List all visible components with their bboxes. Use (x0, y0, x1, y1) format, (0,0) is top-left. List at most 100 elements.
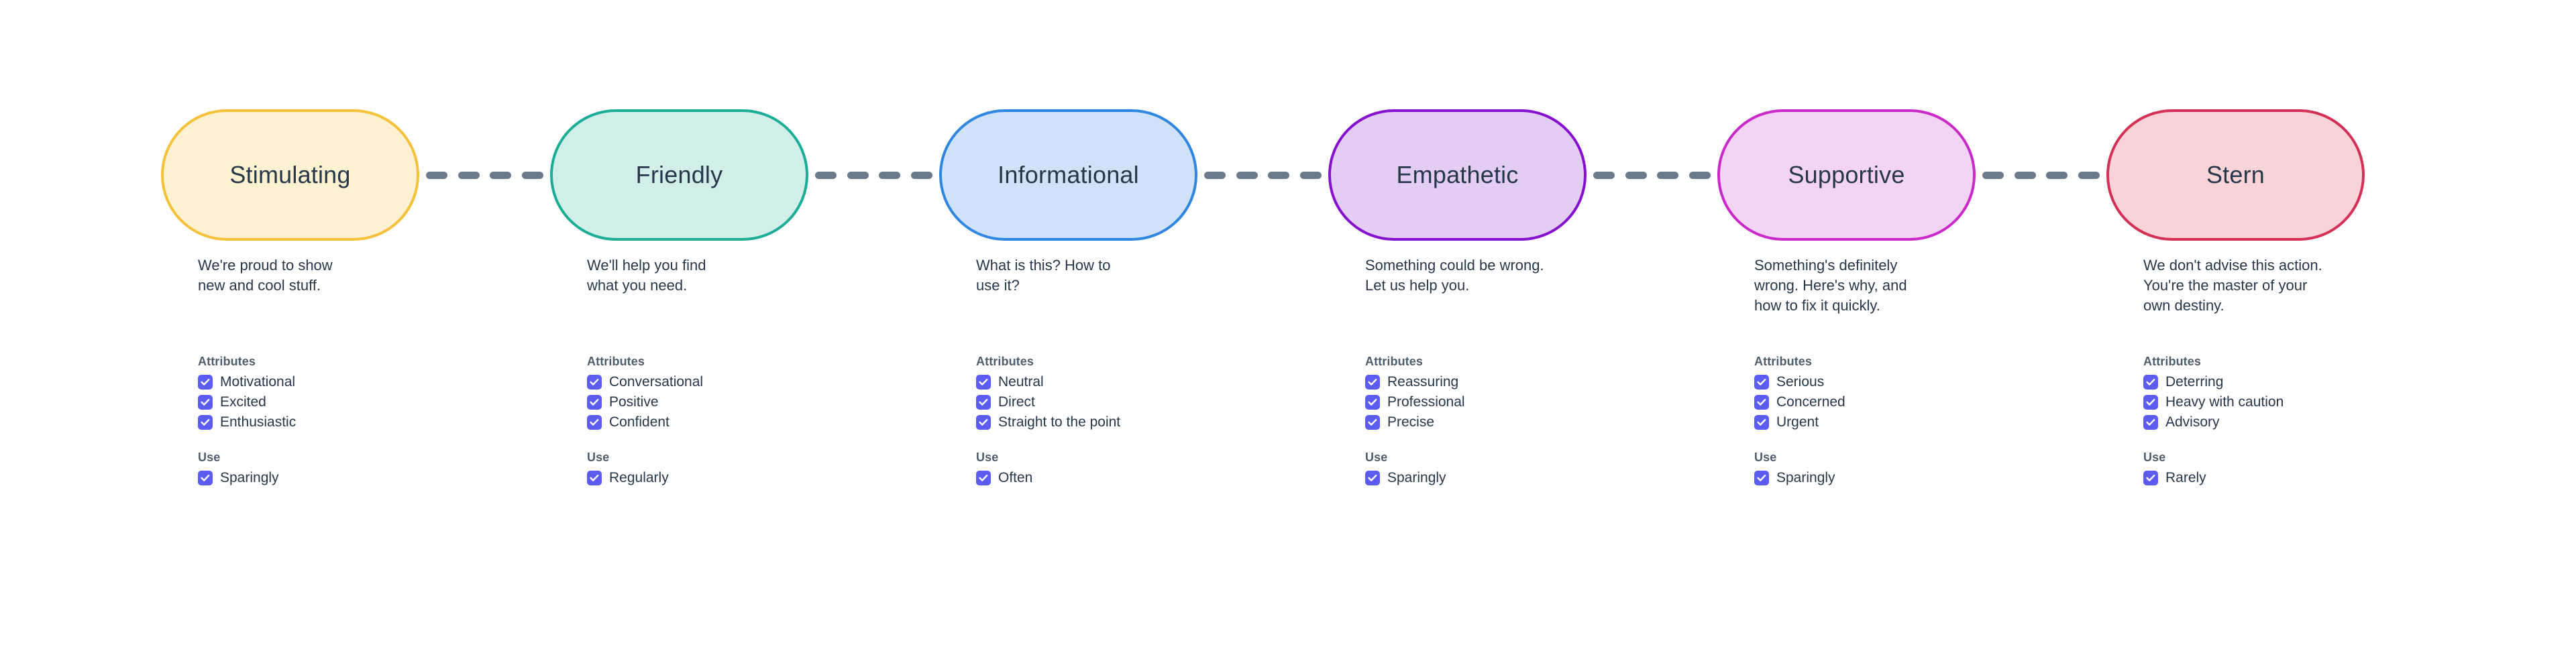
dash-segment (1299, 171, 1322, 179)
check-icon[interactable] (2143, 375, 2158, 390)
check-icon[interactable] (1365, 415, 1380, 430)
check-icon[interactable] (587, 375, 602, 390)
tone-description-line: You're the master of your (2143, 277, 2308, 294)
tone-pill[interactable]: Stern (2106, 109, 2365, 241)
tone-pill[interactable]: Empathetic (1328, 109, 1587, 241)
checkbox-row[interactable]: Rarely (2143, 468, 2452, 488)
check-icon[interactable] (976, 415, 991, 430)
tone-pill-label: Stern (2206, 161, 2265, 188)
checkbox-row[interactable]: Reassuring (1365, 372, 1674, 392)
tone-pill-shape: Friendly (550, 109, 808, 241)
checkbox-row[interactable]: Urgent (1754, 412, 2063, 432)
attribute-label: Deterring (2165, 374, 2224, 390)
dash-segment (847, 171, 869, 179)
attribute-label: Concerned (1776, 394, 1845, 410)
checkbox-row[interactable]: Positive (587, 392, 896, 412)
dash-segment (910, 171, 932, 179)
attribute-label: Confident (609, 414, 669, 430)
checkbox-row[interactable]: Heavy with caution (2143, 392, 2452, 412)
check-icon[interactable] (198, 395, 213, 410)
dash-segment (458, 171, 480, 179)
use-heading: Use (587, 451, 610, 464)
tone-pill[interactable]: Stimulating (161, 109, 419, 241)
tone-pill[interactable]: Informational (939, 109, 1197, 241)
attribute-label: Conversational (609, 374, 704, 390)
dash-segment (2046, 171, 2068, 179)
dash-segment (1982, 171, 2004, 179)
attribute-label: Straight to the point (998, 414, 1121, 430)
checkbox-row[interactable]: Regularly (587, 468, 896, 488)
tone-description-line: own destiny. (2143, 297, 2224, 314)
checkbox-row[interactable]: Advisory (2143, 412, 2452, 432)
check-icon[interactable] (2143, 415, 2158, 430)
tone-description-line: wrong. Here's why, and (1754, 277, 1907, 294)
checkbox-row[interactable]: Serious (1754, 372, 2063, 392)
check-icon[interactable] (1365, 375, 1380, 390)
checkbox-row[interactable]: Motivational (198, 372, 506, 392)
check-icon[interactable] (587, 471, 602, 485)
use-heading: Use (2143, 451, 2166, 464)
check-icon[interactable] (587, 415, 602, 430)
check-icon[interactable] (1365, 395, 1380, 410)
check-icon[interactable] (1754, 395, 1769, 410)
attribute-label: Direct (998, 394, 1035, 410)
dash-segment (2014, 171, 2036, 179)
dash-segment (1625, 171, 1647, 179)
checkbox-row[interactable]: Concerned (1754, 392, 2063, 412)
check-icon[interactable] (2143, 395, 2158, 410)
check-icon[interactable] (976, 471, 991, 485)
tone-pill[interactable]: Friendly (550, 109, 808, 241)
check-icon[interactable] (976, 395, 991, 410)
tone-pill[interactable]: Supportive (1717, 109, 1976, 241)
check-icon[interactable] (976, 375, 991, 390)
checkbox-row[interactable]: Straight to the point (976, 412, 1285, 432)
checkbox-row[interactable]: Often (976, 468, 1285, 488)
check-icon[interactable] (1754, 471, 1769, 485)
use-label: Regularly (609, 470, 669, 485)
check-icon[interactable] (198, 471, 213, 485)
attribute-label: Advisory (2165, 414, 2220, 430)
tone-description-line: Something could be wrong. (1365, 257, 1544, 274)
checkbox-row[interactable]: Precise (1365, 412, 1674, 432)
checkbox-row[interactable]: Sparingly (1365, 468, 1674, 488)
check-icon[interactable] (198, 415, 213, 430)
checkbox-row[interactable]: Excited (198, 392, 506, 412)
attributes-heading: Attributes (2143, 355, 2201, 368)
check-icon[interactable] (1365, 471, 1380, 485)
tone-pill-shape: Stern (2106, 109, 2365, 241)
attribute-label: Positive (609, 394, 659, 410)
checkbox-row[interactable]: Neutral (976, 372, 1285, 392)
checkbox-row[interactable]: Direct (976, 392, 1285, 412)
tone-description-line: We'll help you find (587, 257, 706, 274)
check-icon[interactable] (198, 375, 213, 390)
check-icon[interactable] (587, 395, 602, 410)
checkbox-row[interactable]: Confident (587, 412, 896, 432)
dashed-line-icon (426, 170, 543, 180)
checkbox-row[interactable]: Sparingly (1754, 468, 2063, 488)
checkbox-row[interactable]: Conversational (587, 372, 896, 392)
attributes-heading: Attributes (1365, 355, 1423, 368)
checkbox-row[interactable]: Sparingly (198, 468, 506, 488)
dash-segment (1268, 171, 1290, 179)
tone-pill-label: Stimulating (229, 161, 351, 188)
check-icon[interactable] (1754, 415, 1769, 430)
check-icon[interactable] (1754, 375, 1769, 390)
use-label: Often (998, 470, 1033, 485)
checkbox-row[interactable]: Professional (1365, 392, 1674, 412)
check-icon[interactable] (2143, 471, 2158, 485)
tone-description-line: how to fix it quickly. (1754, 297, 1880, 314)
attributes-heading: Attributes (1754, 355, 1812, 368)
checkbox-row[interactable]: Deterring (2143, 372, 2452, 392)
checkbox-row[interactable]: Enthusiastic (198, 412, 506, 432)
tone-pill-shape: Stimulating (161, 109, 419, 241)
